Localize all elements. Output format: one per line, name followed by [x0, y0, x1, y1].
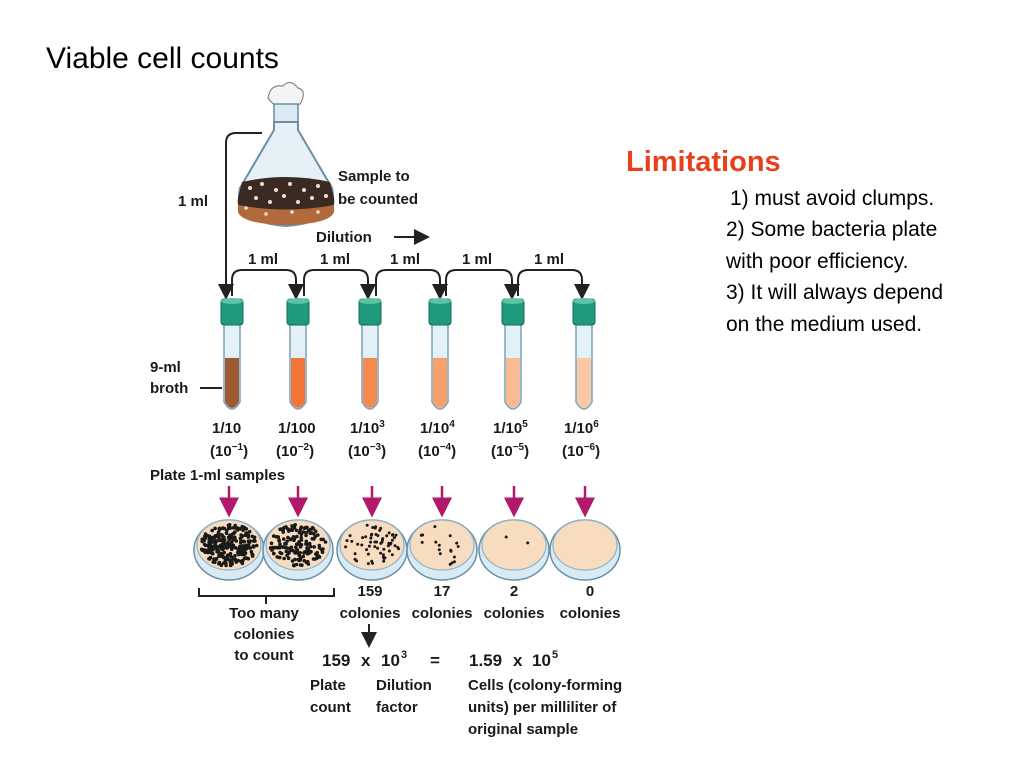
eq-times-1: x	[361, 651, 371, 670]
plate-count-line1: Plate	[310, 677, 346, 694]
count-label-3: colonies	[484, 605, 545, 622]
transfer-label-1: 1 ml	[248, 251, 278, 268]
dilution-factor-line2: factor	[376, 699, 418, 716]
flask-label-line1: Sample to	[338, 168, 410, 185]
dilution-fraction-5: 1/105	[493, 419, 528, 437]
dilution-tube-6	[572, 298, 596, 410]
dilution-tubes	[220, 298, 596, 410]
eq-base: 10	[381, 651, 400, 670]
transfer-arc-3	[375, 269, 448, 300]
limitation-line-2: 2) Some bacteria plate	[726, 218, 938, 241]
count-label-1: colonies	[340, 605, 401, 622]
limitation-line-3: with poor efficiency.	[726, 250, 909, 273]
dilution-fraction-1: 1/10	[212, 420, 241, 437]
sample-flask	[237, 81, 335, 228]
petri-plate-3	[336, 519, 408, 581]
dilution-factor-line1: Dilution	[376, 677, 432, 694]
tube-broth-3	[363, 358, 377, 408]
dilution-fraction-6: 1/106	[564, 419, 599, 437]
flask-label-line2: be counted	[338, 191, 418, 208]
limitation-line-4: 3) It will always depend	[726, 281, 944, 304]
cells-line3: original sample	[468, 721, 578, 738]
slide-title: Viable cell counts	[46, 42, 279, 75]
count-number-1: 159	[357, 583, 382, 600]
dilution-fraction-4: 1/104	[420, 419, 455, 437]
eq-base-2: 10	[532, 651, 551, 670]
dilution-fraction-2: 1/100	[278, 420, 316, 437]
tube-broth-4	[433, 358, 447, 408]
dilution-tube-1	[220, 298, 244, 410]
tube-broth-6	[577, 358, 591, 408]
too-many-line2: colonies	[234, 626, 295, 643]
count-number-3: 2	[510, 583, 518, 600]
transfer-arc-4	[445, 269, 520, 300]
transfer-arc-1	[231, 269, 304, 300]
limitations-heading: Limitations	[626, 146, 781, 178]
eq-count: 159	[322, 651, 350, 670]
transfer-arc-2	[303, 269, 376, 300]
count-number-4: 0	[586, 583, 594, 600]
too-many-line3: to count	[234, 647, 293, 664]
broth-label-line2: broth	[150, 380, 188, 397]
plate-count-line2: count	[310, 699, 351, 716]
plate-samples-label: Plate 1-ml samples	[150, 467, 285, 484]
transfer-arc-5	[517, 269, 590, 300]
eq-equals: =	[430, 651, 440, 670]
petri-plate-1	[193, 519, 265, 581]
broth-label-line1: 9-ml	[150, 359, 181, 376]
dilution-fraction-3: 1/103	[350, 419, 385, 437]
transfer-arrow-initial	[218, 132, 262, 300]
dilution-labels: 1/10 (10−1) 1/100 (10−2) 1/103 (10−3) 1/104 (10…	[210, 419, 600, 460]
dilution-exponent-6: (10−6)	[562, 442, 600, 460]
transfer-label-2: 1 ml	[320, 251, 350, 268]
cells-line2: units) per milliliter of	[468, 699, 617, 716]
count-label-2: colonies	[412, 605, 473, 622]
cells-line1: Cells (colony-forming	[468, 677, 622, 694]
limitation-line-5: on the medium used.	[726, 313, 923, 336]
dilution-exponent-5: (10−5)	[491, 442, 529, 460]
dilution-exponent-4: (10−4)	[418, 442, 456, 460]
eq-base-sup: 3	[401, 649, 407, 661]
dilution-exponent-3: (10−3)	[348, 442, 386, 460]
dilution-tube-4	[428, 298, 452, 410]
eq-base2-sup: 5	[552, 649, 558, 661]
dilution-tube-3	[358, 298, 382, 410]
petri-plate-5	[478, 519, 550, 581]
petri-plate-6	[549, 519, 621, 581]
petri-plate-2	[262, 519, 334, 581]
transfer-label-4: 1 ml	[462, 251, 492, 268]
limitation-line-1: 1) must avoid clumps.	[730, 187, 935, 210]
dilution-exponent-1: (10−1)	[210, 442, 248, 460]
tube-broth-5	[506, 358, 520, 408]
eq-times-2: x	[513, 651, 523, 670]
tube-broth-2	[291, 358, 305, 408]
tube-broth-1	[225, 358, 239, 408]
count-label-4: colonies	[560, 605, 621, 622]
dilution-tube-2	[286, 298, 310, 410]
dilution-exponent-2: (10−2)	[276, 442, 314, 460]
dilution-tube-5	[501, 298, 525, 410]
eq-result: 1.59	[469, 651, 502, 670]
dilution-label: Dilution	[316, 229, 372, 246]
transfer-label-3: 1 ml	[390, 251, 420, 268]
petri-plate-4	[406, 519, 478, 581]
left-transfer-label: 1 ml	[178, 193, 208, 210]
too-many-line1: Too many	[229, 605, 299, 622]
petri-plates	[193, 486, 621, 581]
too-many-bracket	[198, 588, 335, 604]
transfer-label-5: 1 ml	[534, 251, 564, 268]
count-number-2: 17	[434, 583, 451, 600]
